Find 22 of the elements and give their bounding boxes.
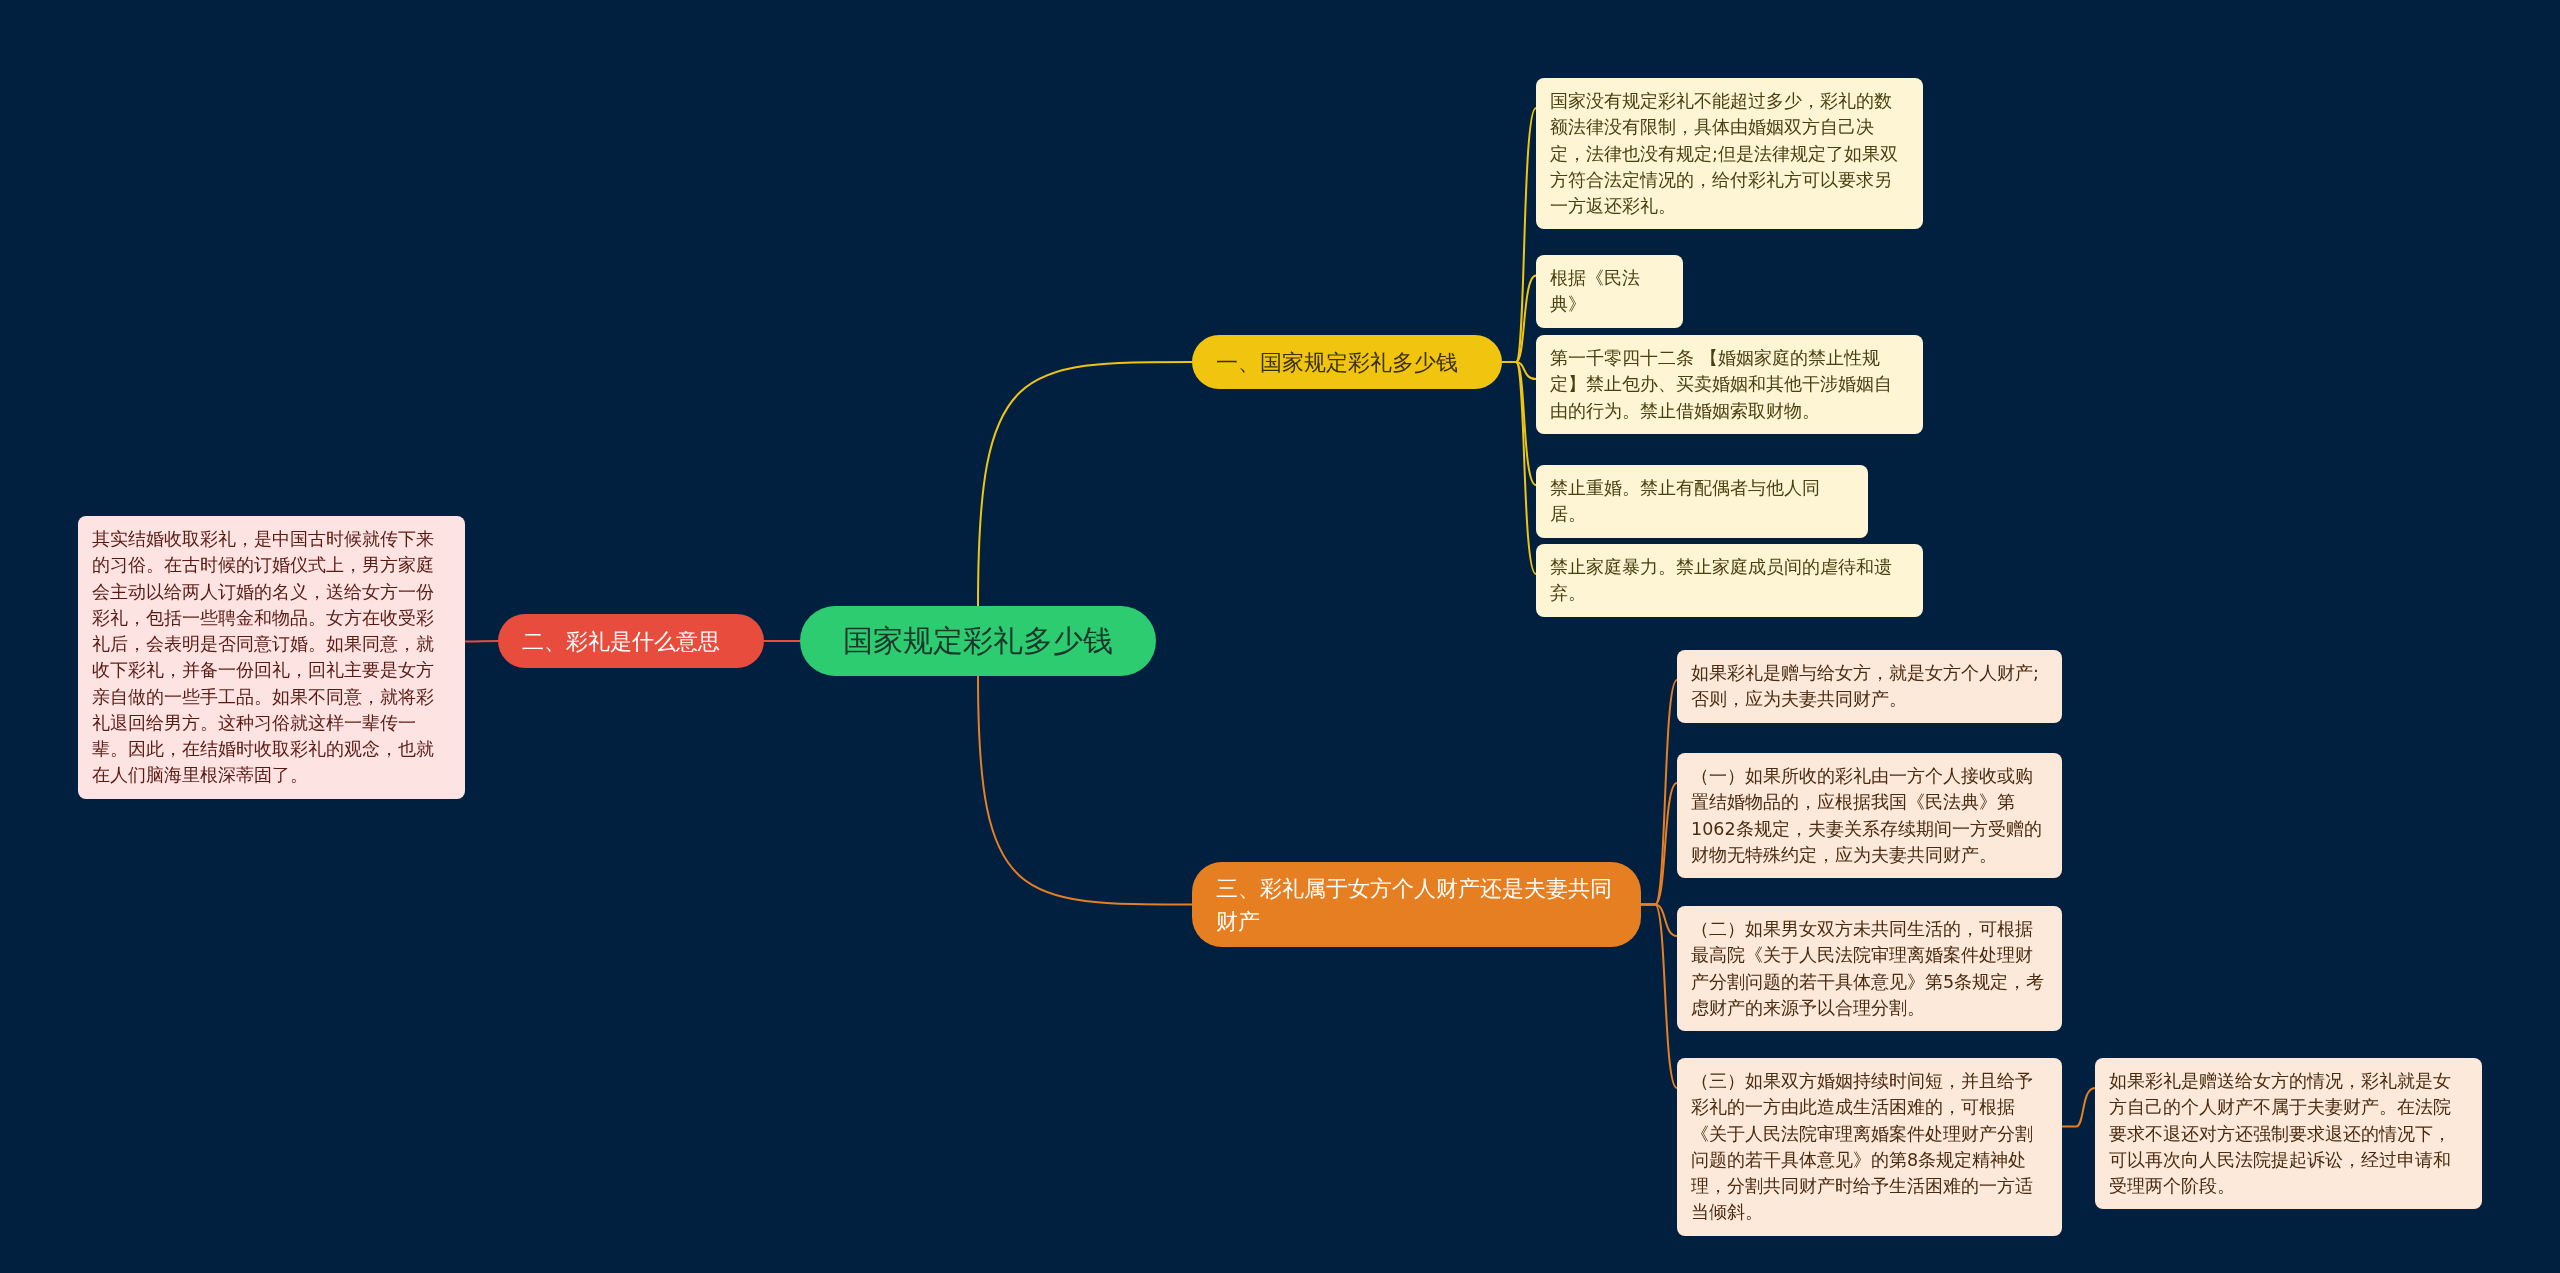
note-box: 根据《民法典》 [1536, 255, 1683, 328]
connector-line [1501, 361, 1537, 575]
note-box: （一）如果所收的彩礼由一方个人接收或购置结婚物品的，应根据我国《民法典》第1062条规定，夫妻关系存续期间一方受赠的财物无特殊约定，应为夫妻共同财产。 [1677, 753, 2062, 878]
note-box: 禁止重婚。禁止有配偶者与他人同居。 [1536, 465, 1868, 538]
note-box: （二）如果男女双方未共同生活的，可根据最高院《关于人民法院审理离婚案件处理财产分割问题的若干具体意见》第5条规定，考虑财产的来源予以合理分割。 [1677, 906, 2062, 1031]
note-box: 其实结婚收取彩礼，是中国古时候就传下来的习俗。在古时候的订婚仪式上，男方家庭会主动以给两人订婚的名义，送给女方一份彩礼，包括一些聘金和物品。女方在收受彩礼后，会表明是否同意订婚。如果同意，就收下彩礼，并备一份回礼，回礼主要是女方亲自做的一些手工品。如果不同意，就将彩礼退回给男方。这种习俗就这样一辈传一辈。因此，在结婚时收取彩礼的观念，也就在人们脑海里根深蒂固了。 [78, 516, 465, 799]
connector-line [1640, 903, 1678, 1089]
central-topic: 国家规定彩礼多少钱 [800, 606, 1156, 676]
note-box: （三）如果双方婚姻持续时间短，并且给予彩礼的一方由此造成生活困难的，可根据《关于人民法院审理离婚案件处理财产分割问题的若干具体意见》的第8条规定精神处理，分割共同财产时给予生活困难的一方适当倾斜。 [1677, 1058, 2062, 1236]
note-box: 国家没有规定彩礼不能超过多少，彩礼的数额法律没有限制，具体由婚姻双方自己决定，法律也没有规定;但是法律规定了如果双方符合法定情况的，给付彩礼方可以要求另一方返还彩礼。 [1536, 78, 1923, 230]
connector-line [977, 675, 1193, 906]
branch-topic: 一、国家规定彩礼多少钱 [1192, 335, 1502, 389]
note-box: 如果彩礼是赠与给女方，就是女方个人财产;否则，应为夫妻共同财产。 [1677, 650, 2062, 723]
connector-line [763, 640, 801, 642]
connector-line [977, 361, 1193, 607]
note-box: 禁止家庭暴力。禁止家庭成员间的虐待和遗弃。 [1536, 544, 1923, 617]
branch-topic: 二、彩礼是什么意思 [498, 614, 764, 668]
connector-line [464, 640, 499, 643]
note-box: 第一千零四十二条 【婚姻家庭的禁止性规定】禁止包办、买卖婚姻和其他干涉婚姻自由的行为。禁止借婚姻索取财物。 [1536, 335, 1923, 434]
note-box: 如果彩礼是赠送给女方的情况，彩礼就是女方自己的个人财产不属于夫妻财产。在法院要求不退还对方还强制要求退还的情况下，可以再次向人民法院提起诉讼，经过申请和受理两个阶段。 [2095, 1058, 2482, 1210]
connector-line [2061, 1087, 2096, 1128]
branch-topic: 三、彩礼属于女方个人财产还是夫妻共同财产 [1192, 862, 1641, 947]
